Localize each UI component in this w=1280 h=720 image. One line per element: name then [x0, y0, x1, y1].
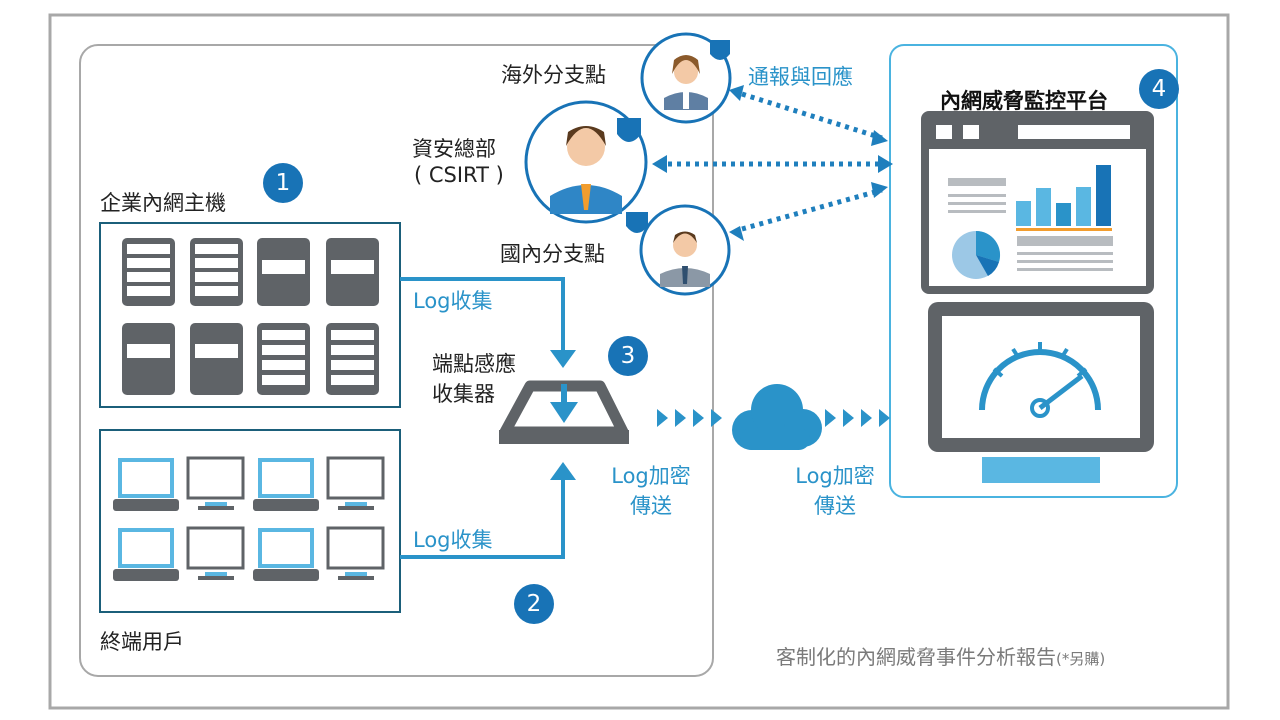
server-rack-panel	[99, 222, 401, 408]
platform-title: 內網威脅監控平台	[940, 89, 1108, 113]
log-collect-top-arrow	[400, 277, 565, 352]
hq-security-label: 資安總部	[412, 137, 496, 161]
cloud-icon	[732, 384, 822, 450]
log-collect-top-label: Log收集	[413, 289, 493, 313]
laptop-icon	[113, 458, 319, 581]
step-badge-1: 1	[263, 163, 303, 203]
collector-icon	[499, 380, 629, 444]
encrypt-transfer-1-line1: Log加密	[611, 464, 691, 488]
encrypt-arrows-1	[657, 409, 722, 427]
overseas-branch-label: 海外分支點	[501, 63, 606, 87]
domestic-branch-avatar	[626, 204, 731, 296]
report-purchase-note: (*另購)	[1056, 650, 1106, 668]
collector-label-line2: 收集器	[432, 382, 495, 406]
hq-csirt-label: ( CSIRT )	[414, 163, 504, 187]
notify-links	[668, 91, 883, 232]
encrypt-transfer-2-line2: 傳送	[814, 494, 856, 518]
dashboard-window	[921, 111, 1154, 294]
log-collect-bottom-label: Log收集	[413, 528, 493, 552]
hq-security-avatar	[524, 100, 648, 224]
report-main-text: 客制化的內網威脅事件分析報告	[776, 645, 1056, 669]
notify-response-label: 通報與回應	[748, 65, 853, 89]
report-note: 客制化的內網威脅事件分析報告(*另購)	[776, 641, 1105, 670]
overseas-branch-avatar	[640, 32, 732, 124]
encrypt-transfer-1-line2: 傳送	[630, 494, 672, 518]
outer-frame	[48, 13, 1230, 710]
corporate-hosts-label: 企業內網主機	[100, 191, 226, 215]
end-user-panel	[99, 429, 401, 613]
log-collect-bottom-arrow	[400, 476, 565, 559]
platform-zone	[889, 44, 1178, 498]
step-badge-2: 2	[514, 584, 554, 624]
step-badge-3: 3	[608, 336, 648, 376]
end-users-label: 終端用戶	[100, 630, 184, 654]
gauge-monitor	[928, 302, 1154, 483]
step-badge-4: 4	[1139, 69, 1179, 109]
collector-label-line1: 端點感應	[432, 352, 516, 376]
enterprise-zone	[79, 44, 714, 677]
monitor-icon	[186, 456, 385, 570]
encrypt-arrows-2	[825, 409, 890, 427]
domestic-branch-label: 國內分支點	[500, 242, 605, 266]
encrypt-transfer-2-line1: Log加密	[795, 464, 875, 488]
